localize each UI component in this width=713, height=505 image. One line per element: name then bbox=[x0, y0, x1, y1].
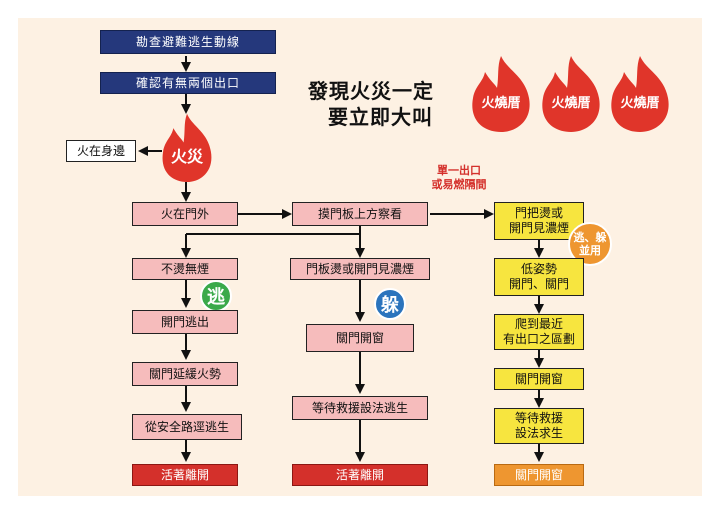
fire-on-body-box: 火在身邊 bbox=[66, 140, 136, 162]
touch-door-box: 摸門板上方察看 bbox=[292, 202, 428, 226]
escape-step-4: 從安全路逕逃生 bbox=[132, 414, 242, 440]
headline-line1: 發現火災一定 bbox=[308, 79, 434, 103]
flame-icon bbox=[611, 56, 669, 132]
shout-flame-2: 火燒厝 bbox=[537, 54, 605, 132]
escape-step-1: 不燙無煙 bbox=[132, 258, 238, 280]
escape-badge: 逃 bbox=[200, 280, 232, 312]
flame-icon bbox=[542, 56, 600, 132]
hide-result: 活著離開 bbox=[292, 464, 428, 486]
step-confirm-two-exits: 確認有無兩個出口 bbox=[100, 72, 276, 94]
mixed-step-1: 門把燙或 開門見濃煙 bbox=[494, 202, 584, 240]
hide-badge: 躲 bbox=[374, 288, 406, 320]
shout-flame-3: 火燒厝 bbox=[606, 54, 674, 132]
hide-step-3: 等待救援設法逃生 bbox=[292, 396, 428, 420]
mixed-step-3: 爬到最近 有出口之區劃 bbox=[494, 314, 584, 350]
hide-step-1: 門板燙或開門見濃煙 bbox=[290, 258, 430, 280]
shout-label-3: 火燒厝 bbox=[620, 96, 660, 111]
shout-label-1: 火燒厝 bbox=[481, 96, 521, 111]
escape-step-3: 關門延緩火勢 bbox=[132, 362, 238, 386]
shout-flame-1: 火燒厝 bbox=[467, 54, 535, 132]
single-exit-note: 單一出口 或易燃隔間 bbox=[431, 164, 487, 191]
shout-label-2: 火燒厝 bbox=[551, 96, 591, 111]
fire-label: 火災 bbox=[170, 147, 203, 166]
step-check-escape-route: 勘查避難逃生動線 bbox=[100, 30, 276, 54]
fire-outside-door-box: 火在門外 bbox=[132, 202, 238, 226]
escape-result: 活著離開 bbox=[132, 464, 238, 486]
hide-step-2: 關門開窗 bbox=[306, 324, 414, 352]
escape-step-2: 開門逃出 bbox=[132, 310, 238, 334]
headline-line2: 要立即大叫 bbox=[328, 105, 433, 129]
mixed-step-2: 低姿勢 開門、關門 bbox=[494, 258, 584, 296]
flame-icon bbox=[472, 56, 530, 132]
mixed-step-4: 關門開窗 bbox=[494, 368, 584, 390]
flame-icon bbox=[162, 113, 212, 182]
mixed-result: 關門開窗 bbox=[494, 464, 584, 486]
fire-flame: 火災 bbox=[158, 112, 216, 182]
mixed-step-5: 等待救援 設法求生 bbox=[494, 408, 584, 444]
